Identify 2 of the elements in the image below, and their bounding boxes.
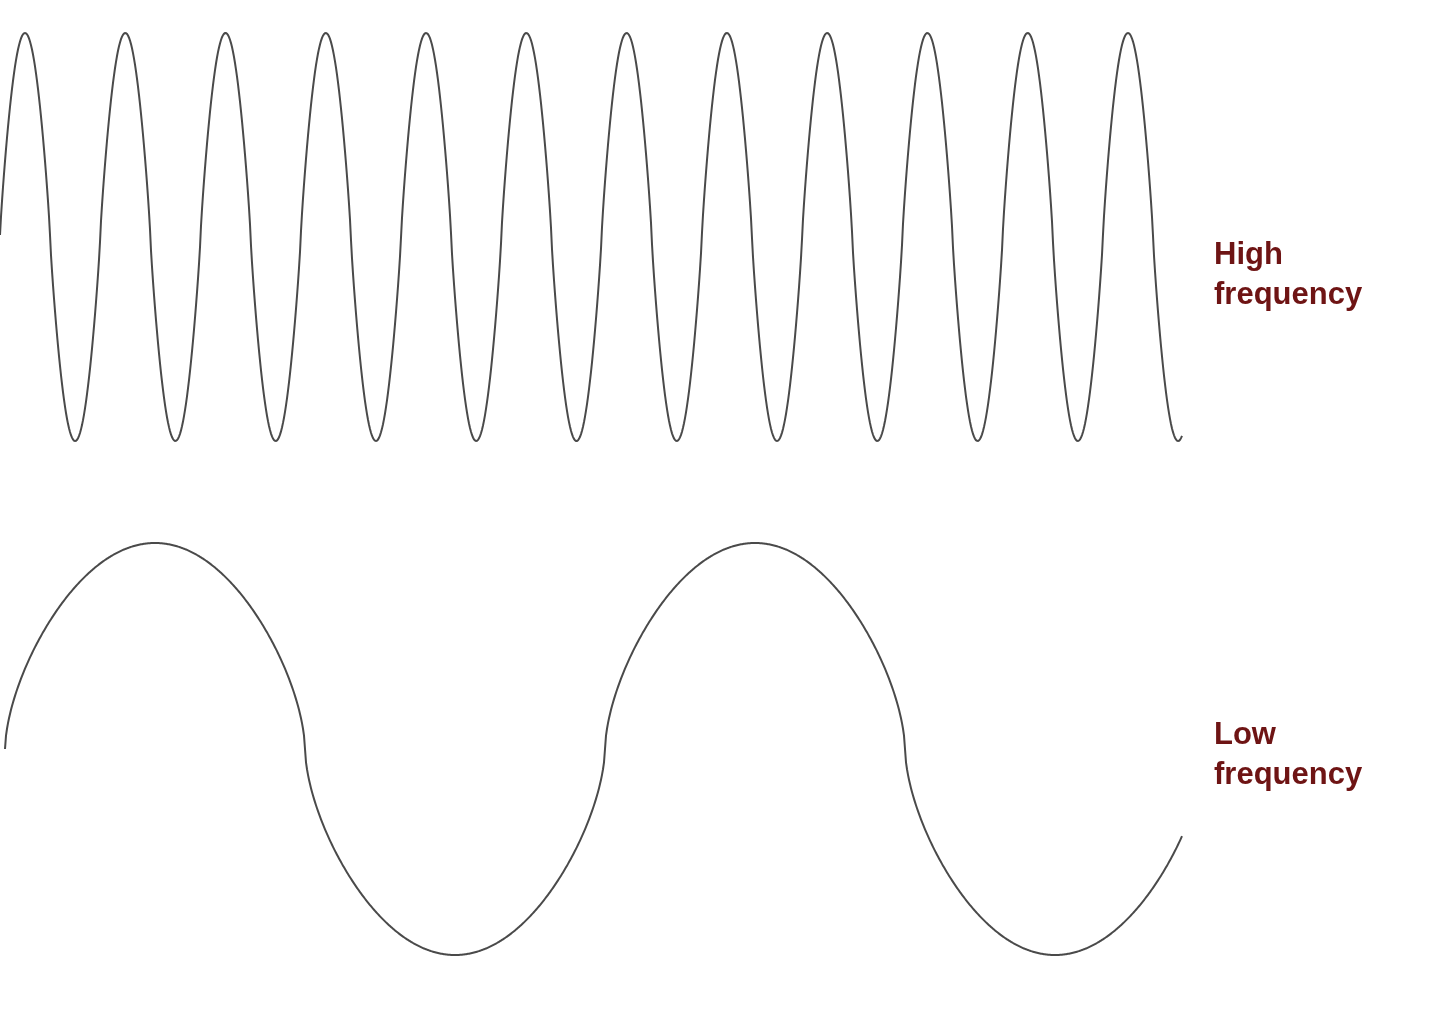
wave-label: Low frequency (1214, 715, 1364, 793)
wave-label: High frequency (1214, 235, 1364, 313)
